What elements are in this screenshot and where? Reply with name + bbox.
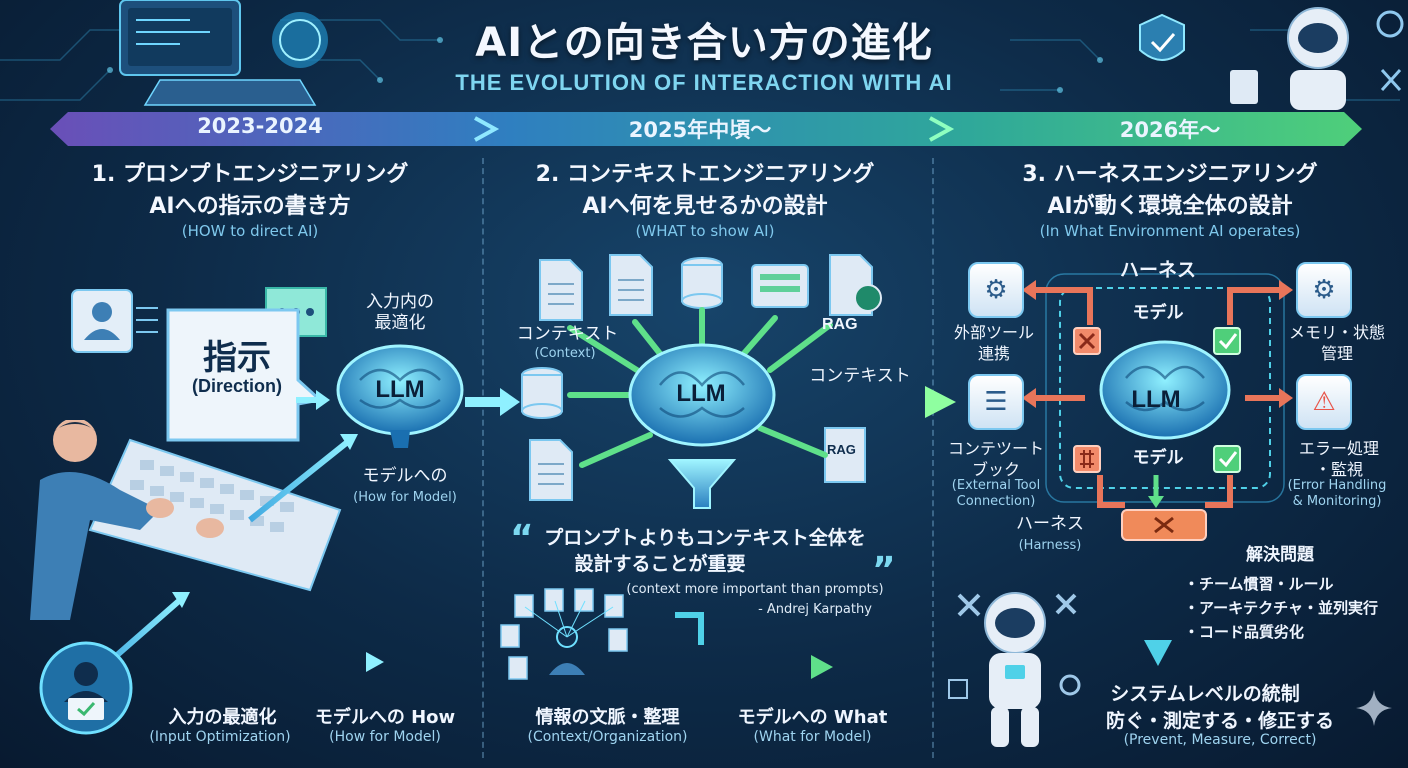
- astronaut-tools-illustration: [948, 592, 1081, 747]
- context-book-label: コンテツートブック: [947, 439, 1044, 479]
- col1-bottom-right: モデルへの How: [314, 707, 456, 728]
- quote-line2: 設計することが重要: [574, 553, 746, 575]
- llm-label-1: LLM: [375, 376, 425, 403]
- gear-icon: ⚙: [1296, 262, 1352, 318]
- context-label-en: (Context): [534, 346, 596, 361]
- solve-item: ・コード品質劣化: [1184, 623, 1305, 641]
- col1-heading2: AIへの指示の書き方: [149, 194, 351, 219]
- warning-icon: ⚠: [1296, 374, 1352, 430]
- page-subtitle: THE EVOLUTION OF INTERACTION WITH AI: [455, 70, 953, 95]
- quote-author: - Andrej Karpathy: [758, 602, 872, 617]
- rag-label-1: RAG: [822, 316, 858, 333]
- col2-heading2: AIへ何を見せるかの設計: [582, 194, 828, 219]
- user-laptop-icon: [39, 641, 133, 735]
- col3-heading2: AIが動く環境全体の設計: [1047, 194, 1293, 219]
- direction-label: 指示: [203, 338, 271, 378]
- llm-label-2: LLM: [676, 380, 726, 407]
- team-network-illustration: [500, 588, 833, 680]
- col2-heading: 2. コンテキストエンジニアリング: [535, 162, 875, 187]
- timeline-bar: [50, 112, 1362, 146]
- context-book-en: (External Tool Connection): [951, 478, 1041, 509]
- page-title: AIとの向き合い方の進化: [475, 20, 933, 66]
- harness-diagram: [1022, 273, 1293, 541]
- col2-bottom-right: モデルへの What: [737, 707, 888, 728]
- col1-bottom-right-en: (How for Model): [329, 729, 441, 745]
- context-arrow: [760, 386, 956, 418]
- timeline-label-1: 2023-2024: [197, 114, 323, 138]
- memory-label: メモリ・状態 管理: [1288, 323, 1385, 363]
- computer-brain-illustration: [119, 0, 328, 106]
- solve-list: ・チーム慣習・ルール ・アーキテクチャ・並列実行 ・コード品質劣化: [1184, 572, 1378, 644]
- llm-brain-1: [336, 344, 464, 448]
- astronaut-shield-illustration: [1139, 7, 1404, 110]
- col2-subheading: (WHAT to show AI): [635, 222, 775, 240]
- system-control-label: システムレベルの統制: [1110, 683, 1300, 705]
- arrow-context-label: コンテキスト: [809, 366, 911, 386]
- gears-icon: ⚙: [968, 262, 1024, 318]
- system-arrow: [1144, 540, 1172, 666]
- column-divider-2: [932, 158, 934, 758]
- server-icon: ☰: [968, 374, 1024, 430]
- rag-label-2: RAG: [827, 442, 856, 457]
- user-card-icon: [71, 289, 158, 353]
- error-label: エラー処理 ・監視: [1298, 439, 1379, 479]
- col3-heading: 3. ハーネスエンジニアリング: [1022, 162, 1318, 187]
- sparkle-icon: [1356, 690, 1392, 726]
- direction-label-en: (Direction): [192, 376, 282, 396]
- input-optimize-label: 入力内の 最適化: [366, 292, 434, 333]
- prevent-measure-correct-label: 防ぐ・測定する・修正する: [1105, 710, 1334, 732]
- col1-bottom-left: 入力の最適化: [168, 707, 277, 728]
- flow-arrows-col1: [98, 388, 520, 673]
- external-tool-label: 外部ツール 連携: [953, 323, 1034, 363]
- llm-label-3: LLM: [1131, 386, 1181, 413]
- col1-subheading: (HOW to direct AI): [181, 222, 319, 240]
- quote-line1: プロンプトよりもコンテキスト全体を: [544, 527, 866, 549]
- model-bottom-label: モデル: [1132, 448, 1184, 468]
- timeline-label-2: 2025年中頃〜: [628, 118, 772, 142]
- col2-bottom-right-en: (What for Model): [753, 729, 872, 745]
- solve-item: ・アーキテクチャ・並列実行: [1184, 599, 1378, 617]
- quote-close-icon: ”: [872, 550, 896, 591]
- model-how-en: (How for Model): [353, 490, 457, 505]
- quote-open-icon: “: [510, 518, 534, 559]
- harness-bottom-label: ハーネス: [1016, 514, 1084, 534]
- error-en: (Error Handling & Monitoring): [1287, 478, 1387, 509]
- harness-bottom-en: (Harness): [1018, 538, 1082, 553]
- solve-item: ・チーム慣習・ルール: [1184, 575, 1334, 593]
- col1-bottom-left-en: (Input Optimization): [149, 729, 291, 745]
- column-divider-1: [482, 158, 484, 758]
- system-control-en: (Prevent, Measure, Correct): [1123, 732, 1317, 748]
- col2-bottom-left-en: (Context/Organization): [527, 729, 688, 745]
- quote-en: (context more important than prompts): [626, 582, 884, 597]
- harness-top-label: ハーネス: [1119, 259, 1196, 281]
- timeline-label-3: 2026年〜: [1119, 118, 1221, 142]
- model-top-label: モデル: [1132, 303, 1184, 323]
- model-how-label: モデルへの: [362, 466, 448, 486]
- context-sources-illustration: [521, 254, 882, 509]
- context-label: コンテキスト: [516, 324, 619, 344]
- col1-heading: 1. プロンプトエンジニアリング: [91, 162, 409, 187]
- col2-bottom-left: 情報の文脈・整理: [535, 707, 680, 728]
- person-typing-illustration: [30, 420, 342, 620]
- col3-subheading: (In What Environment AI operates): [1039, 222, 1301, 240]
- solve-title: 解決問題: [1246, 545, 1314, 565]
